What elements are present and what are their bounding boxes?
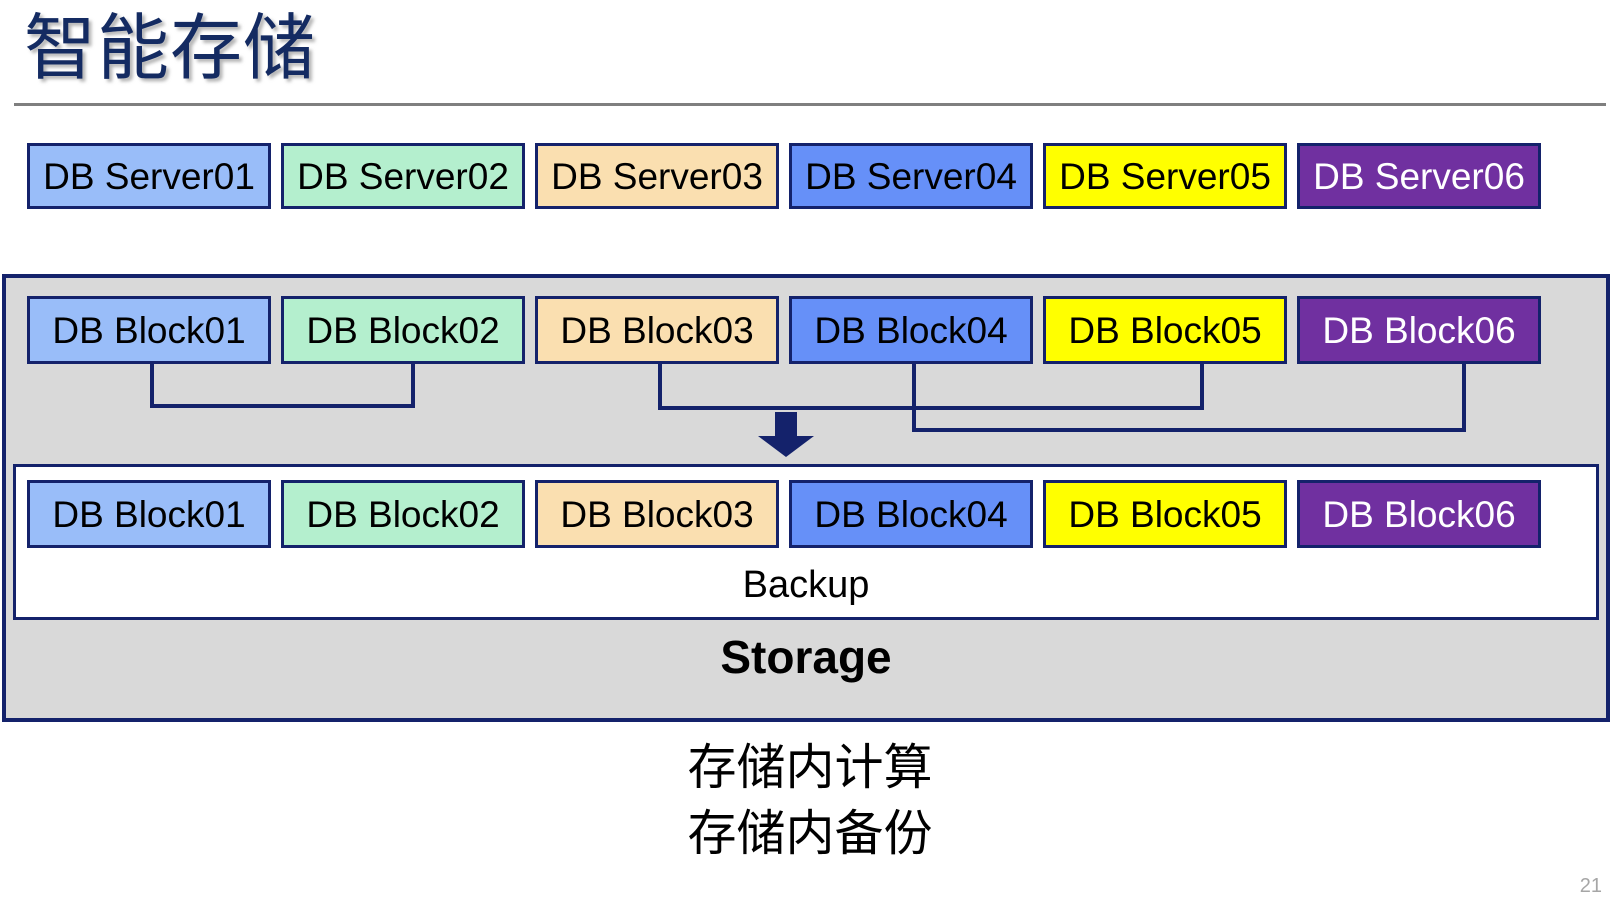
connector-block03-block05-right-leg [1200, 364, 1204, 406]
db-block-box-backup-label: DB Block03 [560, 493, 754, 535]
footer-text-group: 存储内计算存储内备份 [0, 735, 1620, 867]
page-title: 智能存储 [24, 9, 317, 89]
db-block-box-backup-label: DB Block02 [306, 493, 500, 535]
db-block-box-live-5[interactable]: DB Block05 [1043, 296, 1287, 364]
db-block-box-live-3[interactable]: DB Block03 [535, 296, 779, 364]
db-block-box-backup-4[interactable]: DB Block04 [789, 480, 1033, 548]
connector-block03-block05-bridge [658, 406, 1204, 410]
db-server-box-label: DB Server06 [1313, 155, 1525, 197]
storage-label: Storage [720, 631, 892, 683]
db-server-box-label: DB Server02 [297, 155, 509, 197]
db-block-box-live-label: DB Block06 [1322, 309, 1516, 351]
connector-block04-block06-right-leg [1462, 364, 1466, 428]
db-block-box-live-4[interactable]: DB Block04 [789, 296, 1033, 364]
db-block-box-live-label: DB Block03 [560, 309, 754, 351]
db-block-box-live-label: DB Block01 [52, 309, 246, 351]
db-block-box-live-6[interactable]: DB Block06 [1297, 296, 1541, 364]
db-block-box-live-label: DB Block05 [1068, 309, 1262, 351]
db-block-box-backup-label: DB Block04 [814, 493, 1008, 535]
backup-label: Backup [742, 564, 870, 606]
db-block-box-live-2[interactable]: DB Block02 [281, 296, 525, 364]
db-server-box-4[interactable]: DB Server04 [789, 143, 1033, 209]
connector-block04-block06-left-leg [912, 364, 916, 428]
flow-down-arrow [757, 412, 815, 458]
db-server-box-label: DB Server05 [1059, 155, 1271, 197]
db-block-box-backup-label: DB Block01 [52, 493, 246, 535]
connector-block01-block02-right-leg [411, 364, 415, 404]
db-server-box-1[interactable]: DB Server01 [27, 143, 271, 209]
db-block-box-backup-1[interactable]: DB Block01 [27, 480, 271, 548]
connector-block04-block06-bridge [912, 428, 1466, 432]
connector-block01-block02-left-leg [150, 364, 154, 404]
db-block-box-backup-2[interactable]: DB Block02 [281, 480, 525, 548]
db-server-box-2[interactable]: DB Server02 [281, 143, 525, 209]
footer-line-2: 存储内备份 [687, 807, 933, 861]
db-block-box-live-label: DB Block02 [306, 309, 500, 351]
db-block-box-backup-6[interactable]: DB Block06 [1297, 480, 1541, 548]
db-block-box-live-label: DB Block04 [814, 309, 1008, 351]
db-server-box-6[interactable]: DB Server06 [1297, 143, 1541, 209]
db-block-box-backup-label: DB Block06 [1322, 493, 1516, 535]
db-server-box-label: DB Server03 [551, 155, 763, 197]
connector-block01-block02-bridge [150, 404, 415, 408]
db-block-box-backup-3[interactable]: DB Block03 [535, 480, 779, 548]
page-number: 21 [1579, 875, 1602, 897]
db-server-box-3[interactable]: DB Server03 [535, 143, 779, 209]
db-block-box-live-1[interactable]: DB Block01 [27, 296, 271, 364]
db-block-box-backup-label: DB Block05 [1068, 493, 1262, 535]
db-server-box-label: DB Server01 [43, 155, 255, 197]
db-server-box-label: DB Server04 [805, 155, 1017, 197]
db-block-box-backup-5[interactable]: DB Block05 [1043, 480, 1287, 548]
footer-line-1: 存储内计算 [687, 741, 933, 795]
db-server-box-5[interactable]: DB Server05 [1043, 143, 1287, 209]
title-divider [14, 103, 1606, 106]
connector-block03-block05-left-leg [658, 364, 662, 406]
